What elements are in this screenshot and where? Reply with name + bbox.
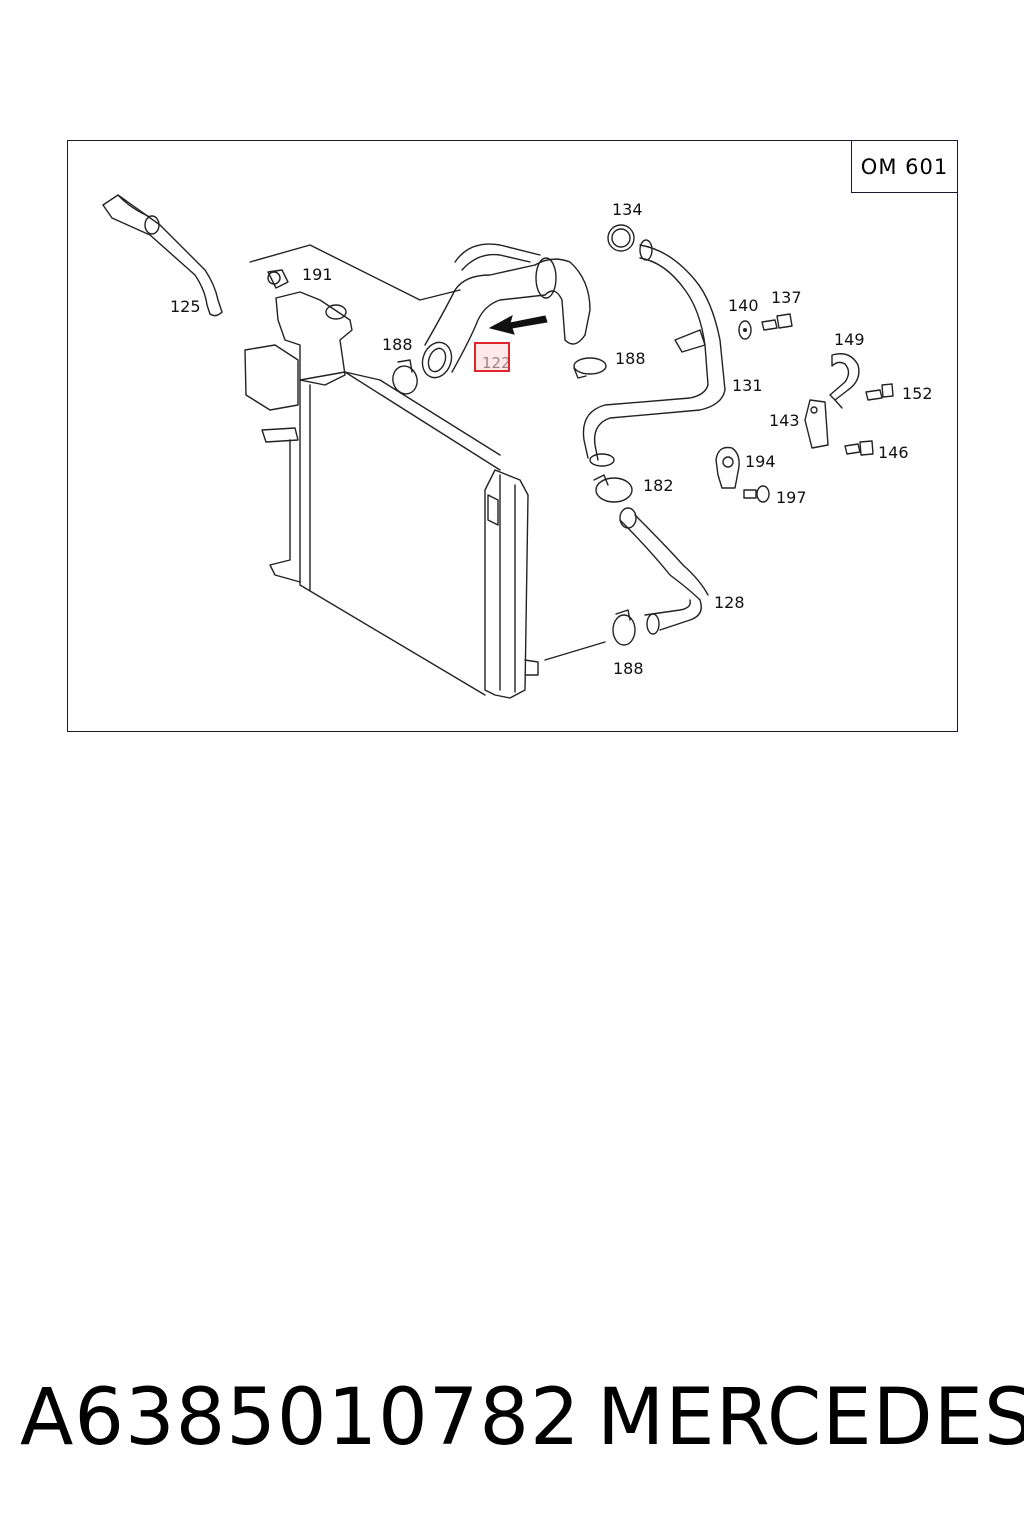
expansion-tank [244, 244, 461, 411]
label-188-bottom: 188 [613, 659, 644, 678]
seal-ring-134 [607, 224, 635, 252]
label-134: 134 [612, 200, 643, 219]
engine-code-box: OM 601 [851, 141, 957, 193]
hose-128 [619, 507, 709, 635]
label-131: 131 [732, 376, 763, 395]
clamp-188-bottom [612, 609, 636, 646]
label-140: 140 [728, 296, 759, 315]
label-188-left: 188 [382, 335, 413, 354]
part-number: A6385010782 [20, 1373, 581, 1463]
label-191: 191 [302, 265, 333, 284]
parts-diagram-drawing: 125 191 188 122 188 134 140 137 149 152 … [102, 194, 933, 699]
label-152: 152 [902, 384, 933, 403]
label-197: 197 [776, 488, 807, 507]
label-182: 182 [643, 476, 674, 495]
hose-131 [582, 239, 726, 467]
label-128: 128 [714, 593, 745, 612]
highlighted-part-marker[interactable] [474, 342, 510, 372]
label-137: 137 [771, 288, 802, 307]
screw-197 [743, 485, 770, 503]
radiator [261, 371, 606, 699]
label-125: 125 [170, 297, 201, 316]
bolt-146 [844, 440, 874, 456]
hose-122 [421, 243, 591, 379]
clamp-182 [593, 474, 633, 503]
label-188-right: 188 [615, 349, 646, 368]
washer-140 [738, 320, 752, 340]
clamp-188-right [573, 357, 607, 379]
label-146: 146 [878, 443, 909, 462]
label-194: 194 [745, 452, 776, 471]
bolt-137 [761, 313, 793, 331]
bracket-143 [804, 399, 829, 449]
clip-149 [829, 353, 860, 409]
brand-name: MERCEDES [597, 1373, 1024, 1463]
flow-arrow [488, 314, 548, 335]
clip-194 [715, 446, 740, 489]
label-149: 149 [834, 330, 865, 349]
label-143: 143 [769, 411, 800, 430]
diagram-frame: OM 601 [67, 140, 958, 732]
label-122: 122 [482, 354, 511, 372]
footer: A6385010782 MERCEDES [0, 1368, 1024, 1478]
bolt-152 [865, 383, 894, 401]
hose-125 [102, 194, 223, 317]
clamp-188-left [392, 359, 418, 395]
